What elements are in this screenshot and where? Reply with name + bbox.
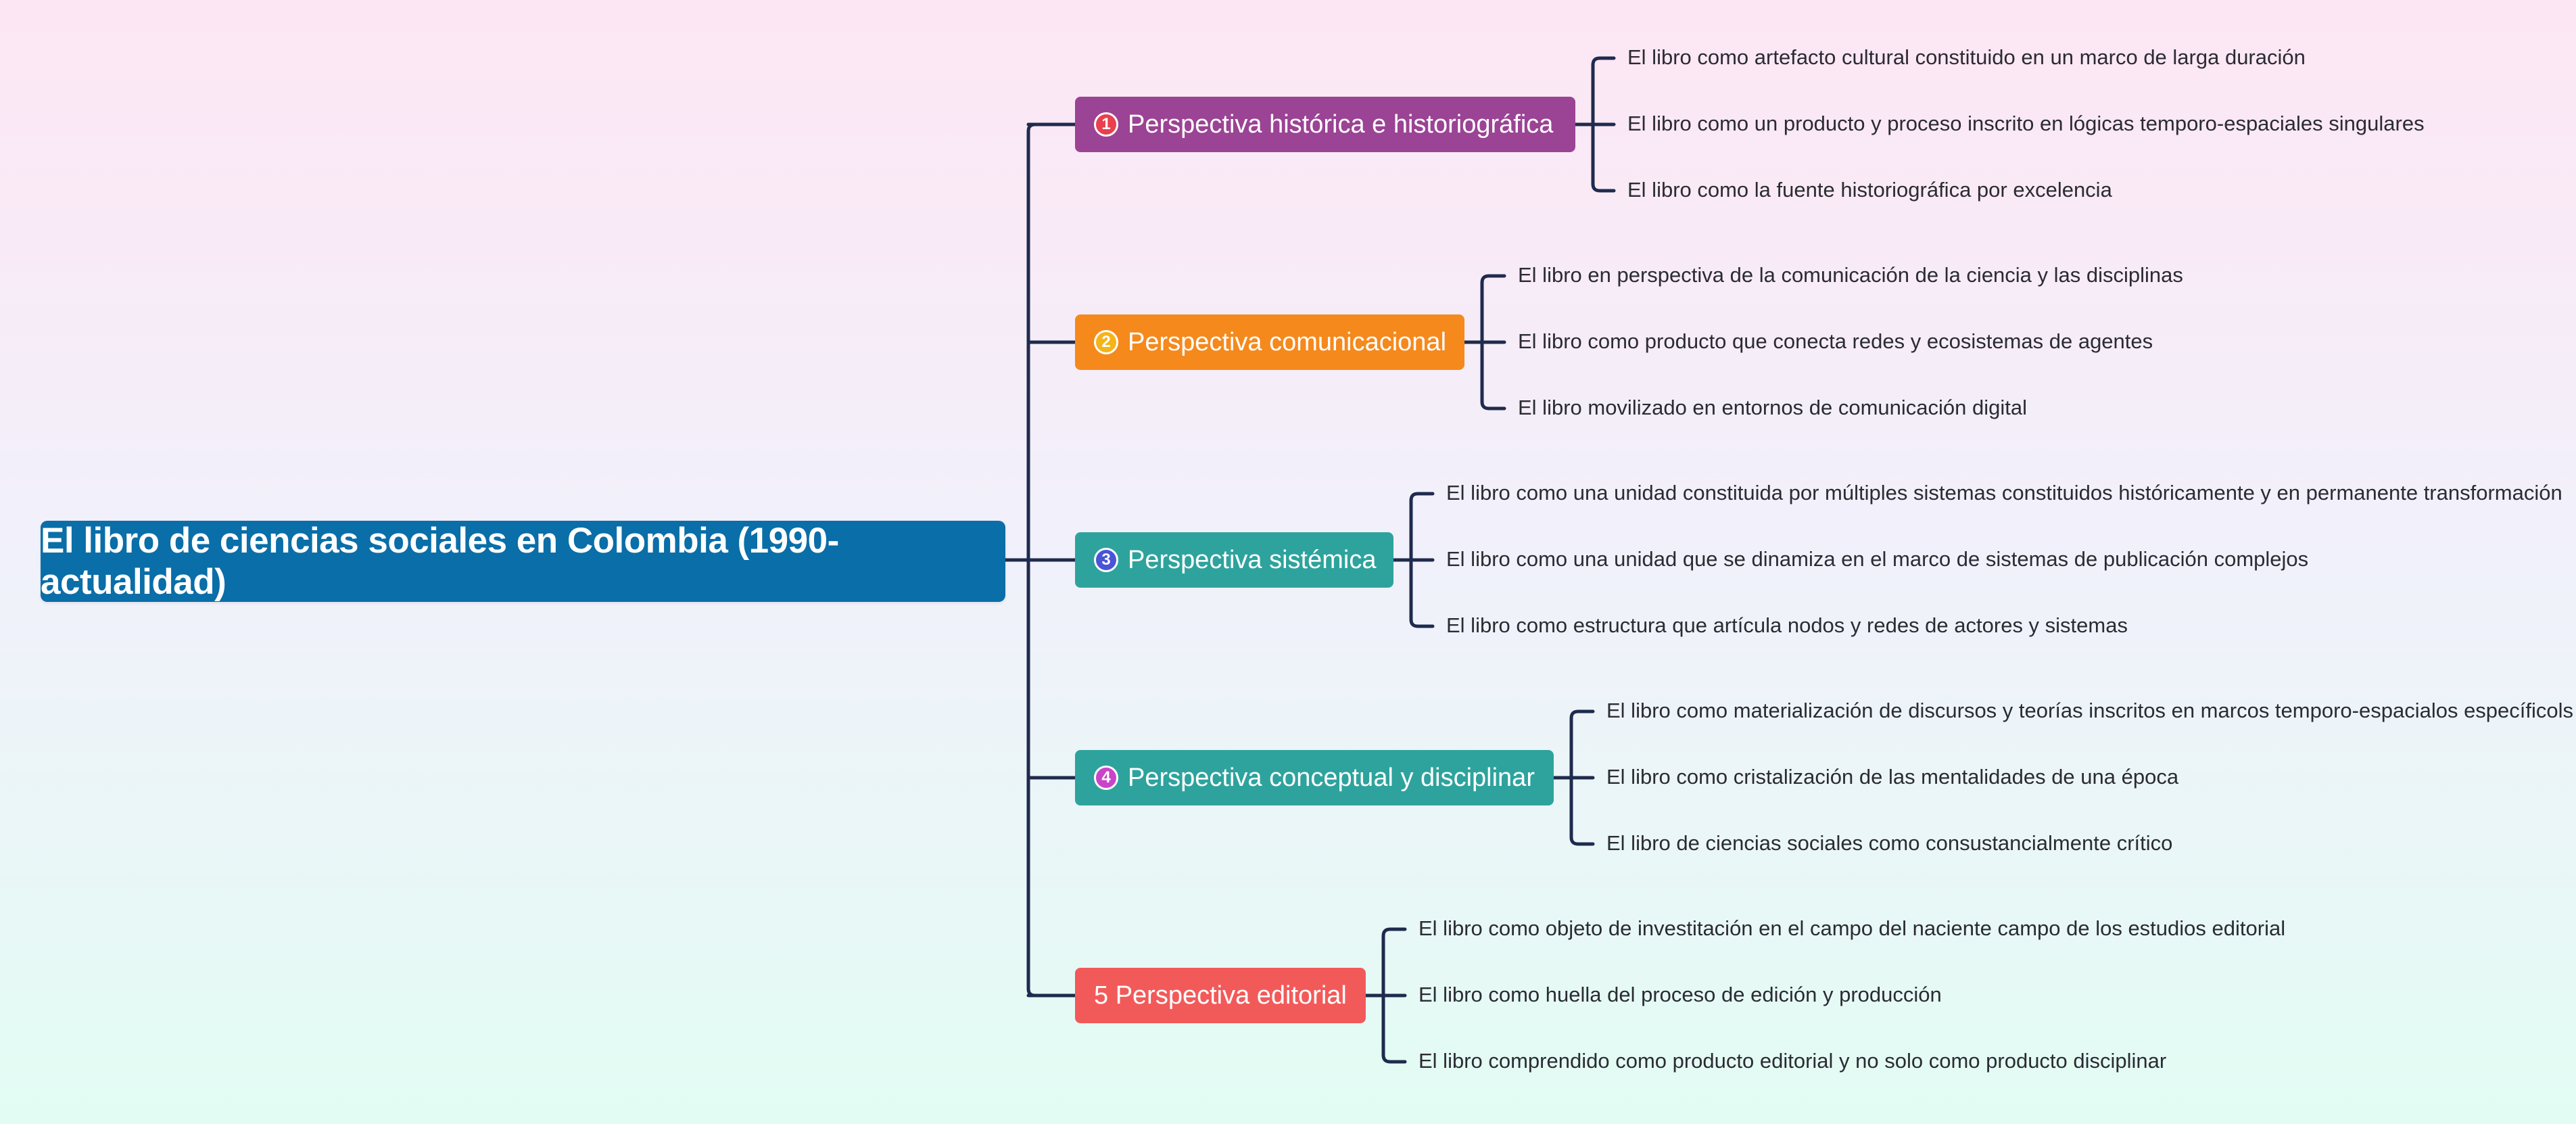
branch-number-badge: 2 xyxy=(1094,330,1118,354)
leaf-topic[interactable]: El libro como estructura que artícula no… xyxy=(1446,613,2128,637)
branch-label: 5 Perspectiva editorial xyxy=(1094,981,1347,1010)
connector-line xyxy=(1480,274,1506,411)
branch-label: Perspectiva histórica e historiográfica xyxy=(1128,110,1554,139)
leaf-topic[interactable]: El libro como artefacto cultural constit… xyxy=(1627,45,2306,69)
connector-line xyxy=(1569,709,1595,846)
connector-line xyxy=(1409,492,1435,628)
connector-line xyxy=(1381,927,1407,1064)
leaf-topic[interactable]: El libro como huella del proceso de edic… xyxy=(1418,983,1942,1006)
leaf-topic[interactable]: El libro como una unidad que se dinamiza… xyxy=(1446,547,2309,571)
leaf-topic[interactable]: El libro como cristalización de las ment… xyxy=(1606,765,2179,789)
leaf-topic[interactable]: El libro movilizado en entornos de comun… xyxy=(1518,396,2028,419)
branch-conceptual[interactable]: 4 Perspectiva conceptual y disciplinar xyxy=(1075,750,1554,805)
leaf-topic[interactable]: El libro como objeto de investitación en… xyxy=(1418,916,2286,940)
leaf-topic[interactable]: El libro en perspectiva de la comunicaci… xyxy=(1518,263,2183,287)
branch-label: Perspectiva conceptual y disciplinar xyxy=(1128,763,1535,792)
branch-editorial[interactable]: 5 Perspectiva editorial xyxy=(1075,968,1366,1023)
branch-comunicacional[interactable]: 2 Perspectiva comunicacional xyxy=(1075,314,1464,370)
leaf-topic[interactable]: El libro como un producto y proceso insc… xyxy=(1627,112,2425,135)
leaf-topic[interactable]: El libro como la fuente historiográfica … xyxy=(1627,178,2112,202)
branch-number-badge: 3 xyxy=(1094,548,1118,572)
leaf-topic[interactable]: El libro como materialización de discurs… xyxy=(1606,699,2574,722)
connector-line xyxy=(1591,56,1616,193)
central-topic[interactable]: El libro de ciencias sociales en Colombi… xyxy=(41,521,1005,602)
branch-number-badge: 1 xyxy=(1094,112,1118,137)
branch-historica[interactable]: 1 Perspectiva histórica e historiográfic… xyxy=(1075,97,1575,152)
leaf-topic[interactable]: El libro comprendido como producto edito… xyxy=(1418,1049,2167,1073)
branch-label: Perspectiva comunicacional xyxy=(1128,327,1447,356)
branch-number-badge: 4 xyxy=(1094,766,1118,790)
leaf-topic[interactable]: El libro como una unidad constituida por… xyxy=(1446,481,2562,505)
leaf-topic[interactable]: El libro como producto que conecta redes… xyxy=(1518,329,2153,353)
branch-sistemica[interactable]: 3 Perspectiva sistémica xyxy=(1075,532,1393,588)
branch-label: Perspectiva sistémica xyxy=(1128,545,1377,574)
central-topic-label: El libro de ciencias sociales en Colombi… xyxy=(41,521,839,602)
leaf-topic[interactable]: El libro de ciencias sociales como consu… xyxy=(1606,831,2173,855)
